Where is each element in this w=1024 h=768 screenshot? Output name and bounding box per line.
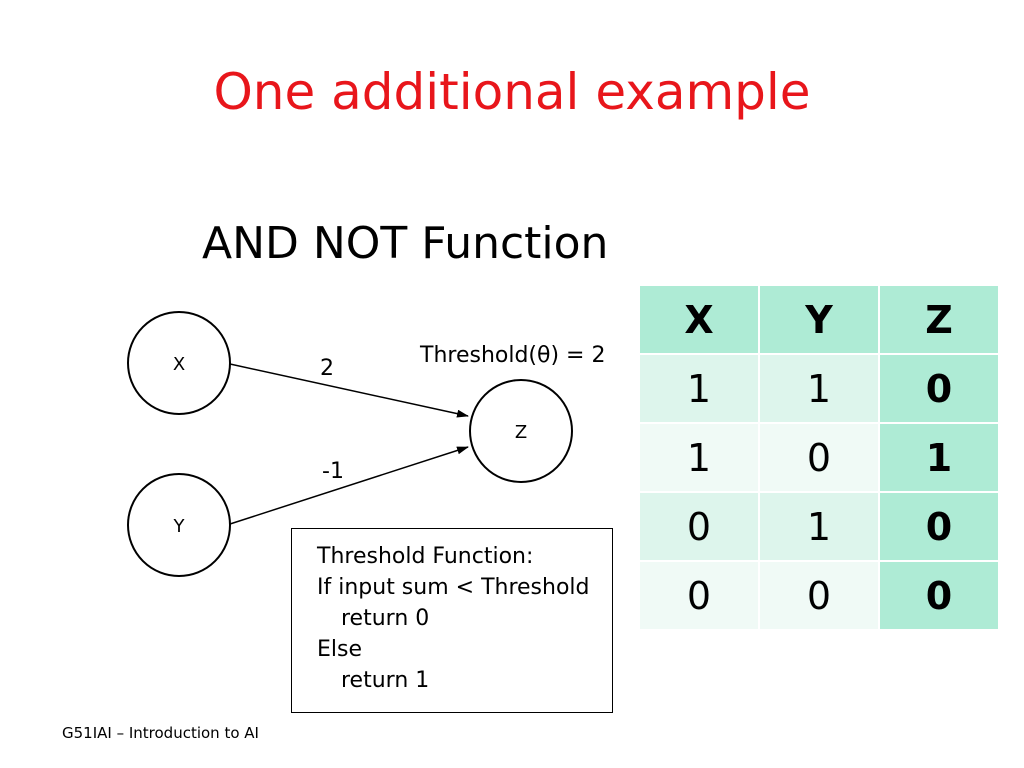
function-line-1: Threshold Function: — [317, 544, 534, 569]
table-row: 0 1 0 — [638, 491, 1000, 562]
weight-xz-label: 2 — [320, 356, 334, 381]
node-z-label: Z — [515, 422, 527, 443]
table-row: 0 0 0 — [638, 560, 1000, 631]
function-line-5: return 1 — [341, 668, 430, 693]
header-z: Z — [878, 284, 1000, 355]
weight-yz-label: -1 — [322, 459, 344, 484]
threshold-label: Threshold(θ) = 2 — [420, 343, 606, 368]
function-line-3: return 0 — [341, 606, 430, 631]
threshold-function-box: Threshold Function: If input sum < Thres… — [291, 528, 613, 713]
cell-x: 1 — [638, 353, 760, 424]
truth-table-header-row: X Y Z — [638, 284, 1000, 355]
header-y: Y — [758, 284, 880, 355]
table-row: 1 1 0 — [638, 353, 1000, 424]
edge-x-z — [229, 363, 469, 418]
cell-x: 1 — [638, 422, 760, 493]
truth-table: X Y Z 1 1 0 1 0 1 0 1 0 0 0 0 — [638, 284, 1000, 631]
cell-x: 0 — [638, 491, 760, 562]
slide-subtitle: AND NOT Function — [202, 218, 609, 269]
cell-z: 1 — [878, 422, 1000, 493]
function-line-4: Else — [317, 637, 363, 662]
cell-y: 0 — [758, 422, 880, 493]
header-x: X — [638, 284, 760, 355]
node-y — [127, 473, 231, 577]
cell-x: 0 — [638, 560, 760, 631]
node-z — [469, 379, 573, 483]
function-line-2: If input sum < Threshold — [317, 575, 590, 600]
node-x-label: X — [173, 354, 185, 375]
table-row: 1 0 1 — [638, 422, 1000, 493]
cell-z: 0 — [878, 491, 1000, 562]
cell-y: 1 — [758, 353, 880, 424]
cell-y: 0 — [758, 560, 880, 631]
node-x — [127, 311, 231, 415]
cell-z: 0 — [878, 353, 1000, 424]
cell-z: 0 — [878, 560, 1000, 631]
node-y-label: Y — [173, 516, 186, 537]
slide-title: One additional example — [213, 63, 811, 121]
footer: G51IAI – Introduction to AI — [62, 724, 259, 742]
cell-y: 1 — [758, 491, 880, 562]
edge-y-z — [229, 446, 469, 525]
